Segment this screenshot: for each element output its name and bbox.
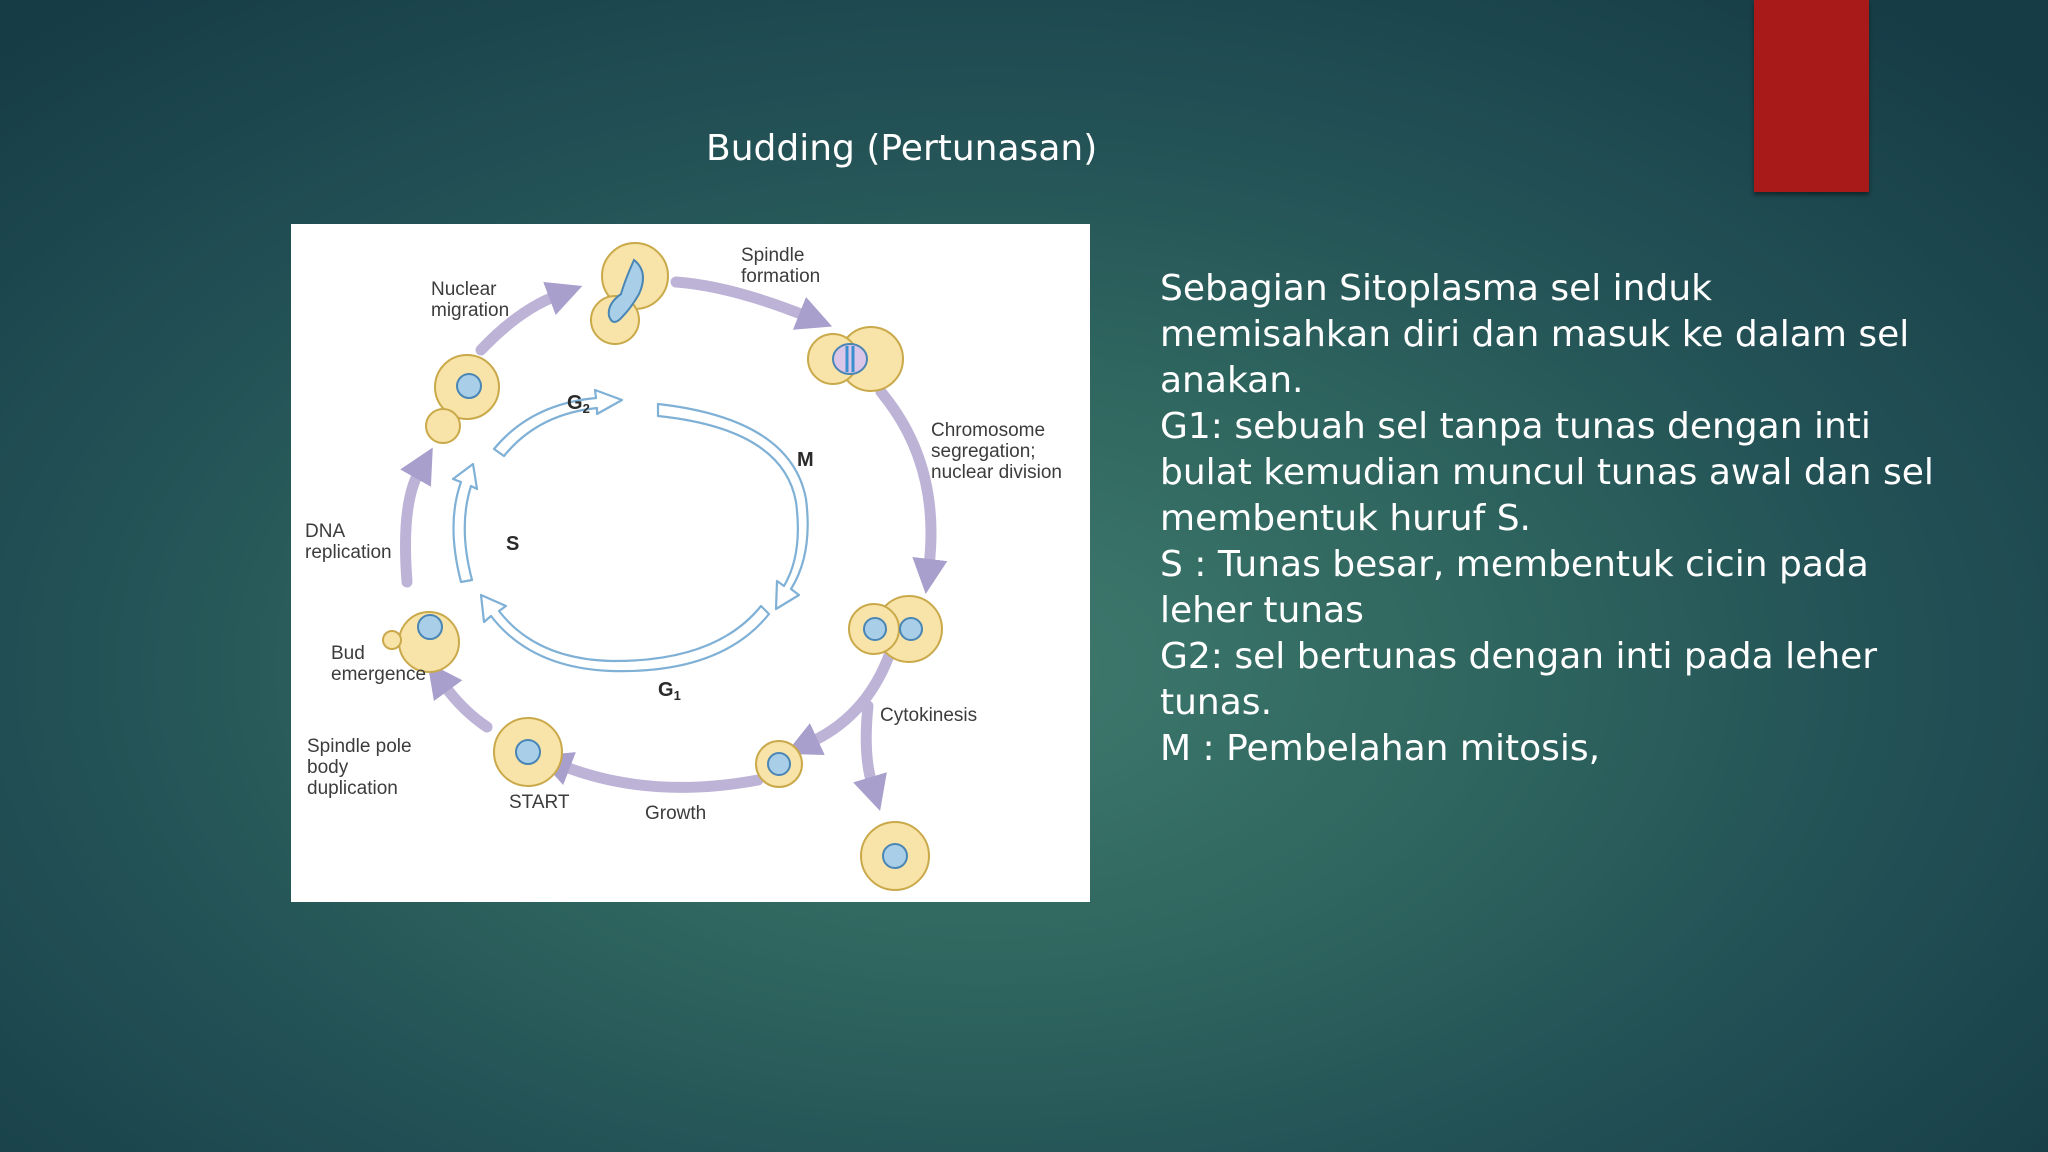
cell-daughter <box>860 821 930 891</box>
label-spindle-formation: Spindle formation <box>741 245 820 287</box>
cell-nuclear-division <box>848 595 943 663</box>
arrow-chromosome-segregation <box>875 386 948 594</box>
cell-start <box>493 717 563 787</box>
phase-s-label: S <box>506 533 519 555</box>
label-cytokinesis: Cytokinesis <box>880 705 977 726</box>
budding-cycle-figure: G2 M S G1 Spindle formation Nuclear migr… <box>291 224 1090 902</box>
outer-cycle-arrows <box>400 276 948 811</box>
body-line: bulat kemudian muncul tunas awal dan sel <box>1160 452 1934 493</box>
arrow-dna-replication <box>400 447 433 588</box>
phase-m-label: M <box>797 449 814 471</box>
phase-g1-label: G1 <box>658 679 681 703</box>
cell-spindle-formation <box>807 326 904 392</box>
body-line: Sebagian Sitoplasma sel induk <box>1160 268 1713 309</box>
body-line: M : Pembelahan mitosis, <box>1160 728 1601 769</box>
phase-g2-label: G2 <box>567 392 590 416</box>
arrow-nuclear-migration <box>475 282 583 356</box>
label-nuclear-migration: Nuclear migration <box>431 279 509 321</box>
label-start: START <box>509 792 570 813</box>
body-line: leher tunas <box>1160 590 1364 631</box>
inner-arrow-g2-to-m <box>656 402 809 611</box>
cell-growth-small <box>755 740 803 788</box>
cell-bud-emergence <box>382 611 460 673</box>
label-dna-replication: DNA replication <box>305 521 392 563</box>
body-line: G1: sebuah sel tanpa tunas dengan inti <box>1160 406 1871 447</box>
cell-nuclear-migration <box>590 242 669 345</box>
body-line: anakan. <box>1160 360 1304 401</box>
inner-arrow-s-to-g2 <box>492 388 624 458</box>
arrow-spindle-formation <box>670 276 833 330</box>
arrow-cytokinesis-left <box>785 638 899 755</box>
label-bud-emergence: Bud emergence <box>331 643 426 685</box>
body-line: tunas. <box>1160 682 1273 723</box>
label-chromosome-segregation: Chromosome segregation; nuclear division <box>931 420 1062 483</box>
budding-cycle-diagram: G2 M S G1 Spindle formation Nuclear migr… <box>305 242 1062 891</box>
cell-dna-replication <box>425 354 500 444</box>
inner-arrow-g1-to-s <box>451 462 479 584</box>
body-line: G2: sel bertunas dengan inti pada leher <box>1160 636 1878 677</box>
arrow-cytokinesis-down <box>853 700 887 811</box>
arrow-growth <box>536 752 764 793</box>
slide-title: Budding (Pertunasan) <box>706 128 1098 169</box>
inner-arrow-m-to-g1 <box>479 593 771 673</box>
body-text: Sebagian Sitoplasma sel induk memisahkan… <box>1160 266 1990 772</box>
label-spindle-pole-duplication: Spindle pole body duplication <box>307 736 417 799</box>
body-line: membentuk huruf S. <box>1160 498 1531 539</box>
accent-bar <box>1754 0 1869 192</box>
inner-cycle-arrows <box>451 388 809 673</box>
arrow-bud-emergence <box>427 662 493 733</box>
body-line: memisahkan diri dan masuk ke dalam sel <box>1160 314 1910 355</box>
label-growth: Growth <box>645 803 706 824</box>
cells <box>382 242 943 891</box>
body-line: S : Tunas besar, membentuk cicin pada <box>1160 544 1869 585</box>
